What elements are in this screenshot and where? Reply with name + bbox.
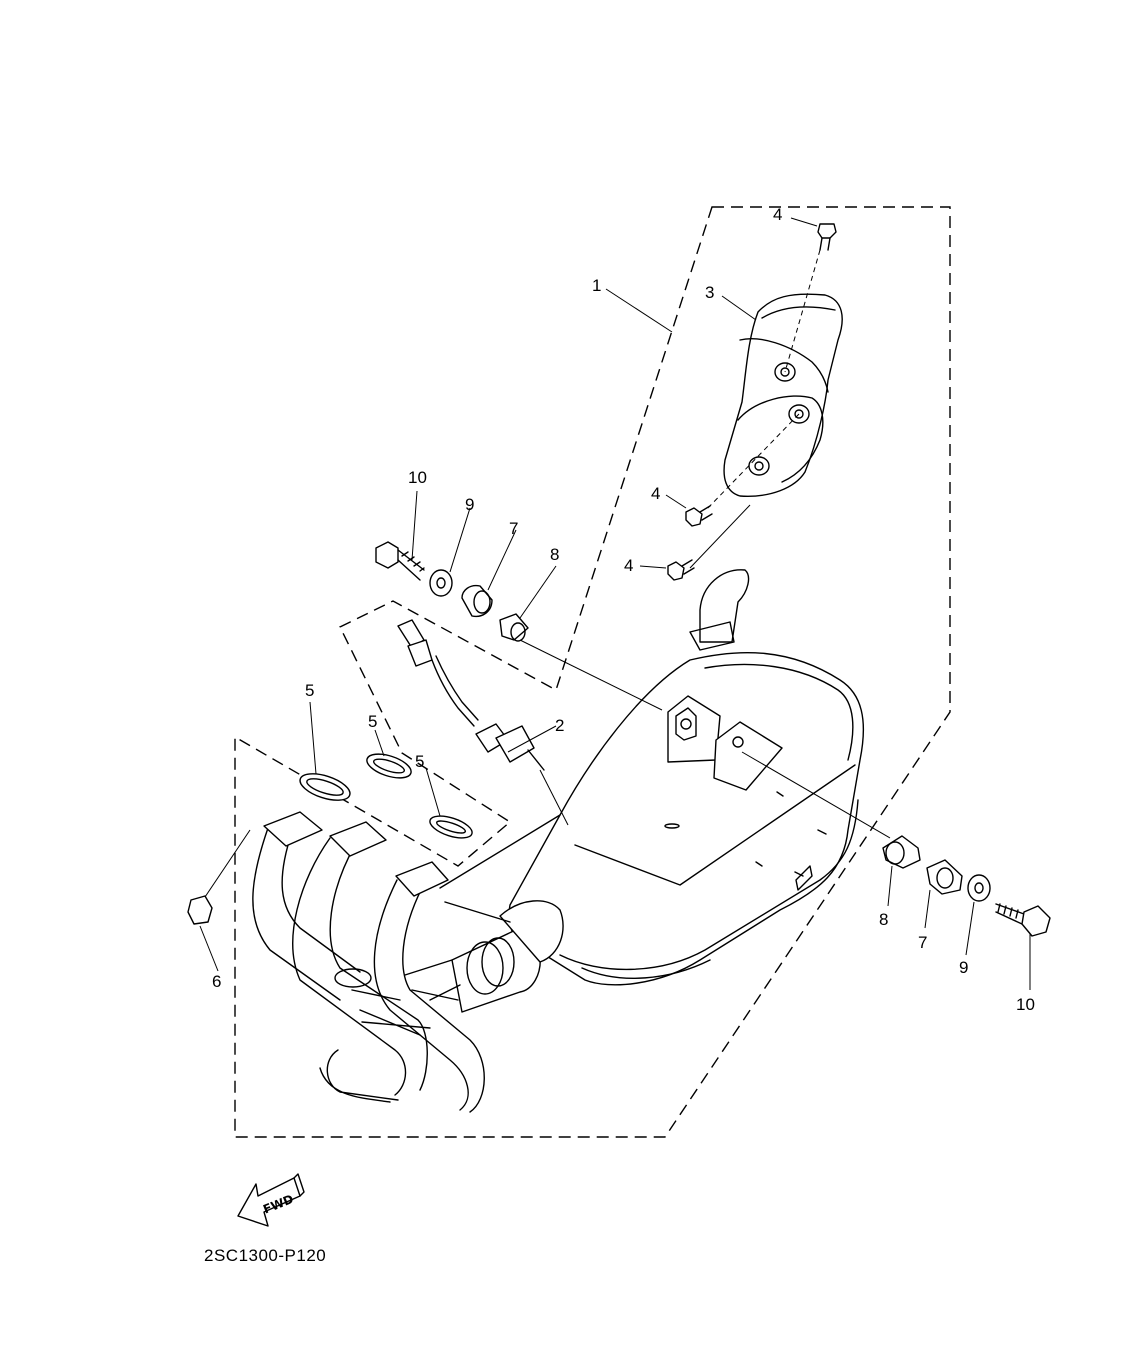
callout-6: 6 [212,972,222,991]
callout-1: 1 [592,276,602,295]
callout-5-middle: 5 [368,712,378,731]
callout-9-right: 9 [959,958,969,977]
callout-5-right: 5 [415,752,425,771]
screw-parts [667,223,837,581]
callout-7-left: 7 [509,519,519,538]
callout-4-middle: 4 [651,484,661,503]
leader-lines [199,217,1031,990]
diagram-code: 2SC1300-P120 [204,1246,327,1265]
muffler-body [508,569,865,986]
heat-protector [723,293,843,497]
right-mount-hardware [741,751,1051,937]
callout-5-left: 5 [305,681,315,700]
flange-nut [187,829,251,925]
callout-7-right: 7 [918,933,928,952]
callout-2: 2 [555,716,565,735]
callout-8-right: 8 [879,910,889,929]
callout-9-left: 9 [465,495,475,514]
callout-4-bottom: 4 [624,556,634,575]
exhaust-header-pipes [252,811,485,1113]
callout-4-top: 4 [773,205,783,224]
fwd-arrow-icon: FWD [237,1173,305,1227]
oxygen-sensor [397,619,569,826]
muffler-assembly-boundary [234,206,951,1138]
left-mount-hardware [375,541,663,711]
callout-8-left: 8 [550,545,560,564]
connector-pipe [439,814,564,1013]
callout-10-left: 10 [408,468,427,487]
callout-3: 3 [705,283,715,302]
gaskets [299,753,473,839]
callout-10-right: 10 [1016,995,1035,1014]
